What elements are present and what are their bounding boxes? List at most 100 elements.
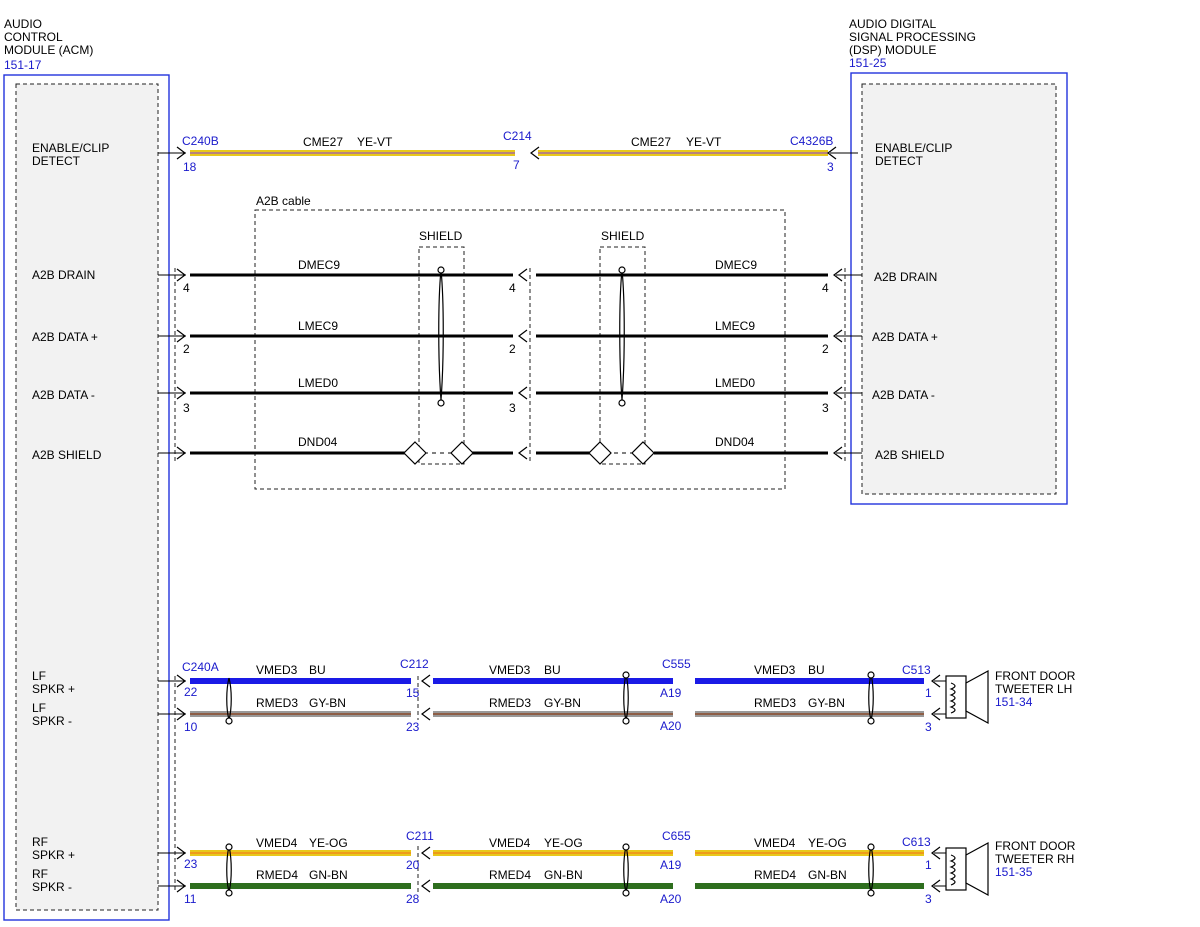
rf-twist-1-dot-top	[225, 843, 233, 851]
drain-pin-acm: 4	[183, 281, 190, 295]
data-pos-arrow-mid	[518, 329, 528, 343]
lf-neg-color-3: GY-BN	[808, 696, 845, 710]
tweeter-lh-title-2: TWEETER LH	[995, 682, 1072, 696]
shield-arrow-mid	[518, 446, 528, 460]
enable-circuit-color-2: YE-VT	[686, 135, 722, 149]
lf-twist-3-dot-top	[867, 671, 875, 679]
enable-arrow-left	[176, 146, 186, 160]
data-neg-pin-dsp: 3	[822, 401, 829, 415]
dsp-pin-enable-2: DETECT	[875, 154, 924, 168]
lf-pos-pin-1: 22	[184, 685, 198, 699]
rf-pos-arrow-left	[176, 846, 186, 860]
enable-arrow-right	[827, 146, 837, 160]
acm-outer-box	[3, 74, 170, 921]
acm-pin-rf-pos-2: SPKR +	[32, 848, 75, 862]
lf-neg-color-2: GY-BN	[544, 696, 581, 710]
conn-c4326b: C4326B	[790, 134, 833, 148]
tweeter-rh-ref: 151-35	[995, 865, 1033, 879]
twist-left	[438, 269, 444, 401]
shield-label-left: SHIELD	[419, 229, 463, 243]
rf-neg-pin-1: 11	[184, 892, 197, 906]
lf-pos-arrow-left	[176, 674, 186, 688]
lf-neg-circuit-2: RMED3	[489, 696, 531, 710]
shield-arrow-right	[833, 446, 843, 460]
acm-title-line2: CONTROL	[4, 30, 63, 44]
tweeter-rh-coil-icon	[949, 854, 956, 886]
lf-pos-arrow-right	[931, 674, 941, 688]
pin-enable-dsp: 3	[827, 160, 834, 174]
acm-title-line1: AUDIO	[4, 17, 42, 31]
lf-pos-arrow-2	[421, 674, 431, 688]
rf-neg-color-1: GN-BN	[309, 868, 348, 882]
twist-right-top-dot	[618, 266, 626, 274]
tweeter-lh-cone	[965, 669, 989, 725]
data-pos-circuit-1: LMEC9	[298, 319, 338, 333]
shield-diamond-1	[403, 441, 427, 465]
rf-pos-circuit-1: VMED4	[256, 836, 298, 850]
tweeter-lh-ref: 151-34	[995, 695, 1033, 709]
rf-pos-pin-1: 23	[184, 857, 198, 871]
dsp-title-line2: SIGNAL PROCESSING	[849, 30, 976, 44]
lf-neg-circuit-1: RMED3	[256, 696, 298, 710]
rf-neg-pin-2: 28	[406, 892, 420, 906]
lf-neg-arrow-right	[931, 707, 941, 721]
tweeter-lh-coil-icon	[949, 682, 956, 714]
a2b-drain: DMEC9 DMEC9 4 4 4	[158, 258, 862, 295]
acm-pin-rf-neg-2: SPKR -	[32, 880, 72, 894]
a2b-data-pos: LMEC9 LMEC9 2 2 2	[158, 319, 862, 356]
shield-label-right: SHIELD	[601, 229, 645, 243]
a2b-cable: A2B cable SHIELD SHIELD	[254, 194, 786, 490]
shield-diamond-2	[450, 441, 474, 465]
rf-neg-circuit-3: RMED4	[754, 868, 796, 882]
data-neg-arrow-mid	[518, 386, 528, 400]
twist-right-bottom-dot	[618, 399, 626, 407]
tweeter-rh-title-2: TWEETER RH	[995, 852, 1074, 866]
acm-pin-lf-neg-2: SPKR -	[32, 714, 72, 728]
rf-twist-2-dot	[622, 889, 630, 897]
lf-pos-pin-3: A19	[660, 686, 682, 700]
a2b-data-neg: LMED0 LMED0 3 3 3	[158, 376, 862, 415]
dsp-pin-drain: A2B DRAIN	[874, 270, 937, 284]
a2b-shield: DND04 DND04	[158, 435, 862, 465]
drain-circuit-2: DMEC9	[715, 258, 757, 272]
enable-arrow-mid	[530, 146, 540, 160]
acm-title-line3: MODULE (ACM)	[4, 43, 93, 57]
connector-dividers	[174, 268, 846, 892]
acm-pin-lf-pos-2: SPKR +	[32, 682, 75, 696]
dsp-pin-shield: A2B SHIELD	[875, 448, 945, 462]
rf-neg-pin-4: 3	[925, 892, 932, 906]
data-neg-circuit-1: LMED0	[298, 376, 338, 390]
lf-pos-pin-2: 15	[406, 686, 420, 700]
rf-neg-circuit-1: RMED4	[256, 868, 298, 882]
enable-circuit-color-1: YE-VT	[357, 135, 393, 149]
data-neg-arrow-left	[176, 386, 186, 400]
tweeter-rh: FRONT DOOR TWEETER RH 151-35	[945, 839, 1076, 897]
tweeter-rh-cone	[965, 841, 989, 897]
rf-pos-color-1: YE-OG	[309, 836, 348, 850]
lf-neg-arrow-2	[421, 707, 431, 721]
shield-circuit-1: DND04	[298, 435, 338, 449]
rf-neg-wire-3	[695, 883, 924, 889]
conn-c655: C655	[662, 829, 691, 843]
acm-pin-shield: A2B SHIELD	[32, 448, 102, 462]
acm-pin-enable-1: ENABLE/CLIP	[32, 141, 109, 155]
twist-left-bottom-dot	[437, 399, 445, 407]
conn-c240a: C240A	[182, 660, 219, 674]
drain-pin-dsp: 4	[822, 281, 829, 295]
a2b-twist-markers	[437, 266, 626, 407]
conn-c240b: C240B	[182, 134, 219, 148]
shield-box-right	[599, 246, 646, 465]
a2b-cable-box	[254, 209, 786, 490]
lf-twist-3-dot	[867, 717, 875, 725]
lf-neg-pin-2: 23	[406, 720, 420, 734]
data-neg-circuit-2: LMED0	[715, 376, 755, 390]
data-pos-arrow-right	[833, 329, 843, 343]
data-pos-pin-mid: 2	[509, 342, 516, 356]
pin-enable-mid: 7	[513, 158, 520, 172]
conn-c613: C613	[902, 835, 931, 849]
shield-diamond-3	[588, 441, 612, 465]
a2b-cable-label: A2B cable	[256, 194, 311, 208]
rf-pos-color-2: YE-OG	[544, 836, 583, 850]
rf-neg-arrow-2	[421, 879, 431, 893]
